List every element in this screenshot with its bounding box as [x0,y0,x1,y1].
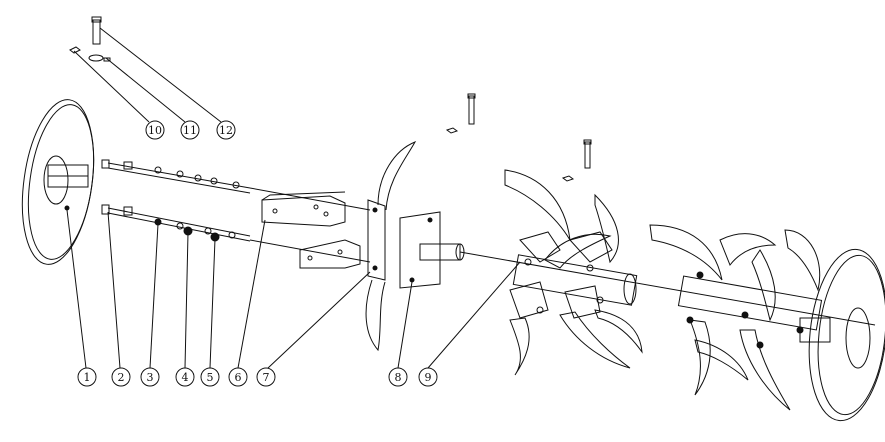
callout-12: 12 [216,120,236,140]
callout-label-2: 2 [118,371,125,384]
callout-2: 2 [111,367,131,387]
callout-10: 10 [145,120,165,140]
callout-3: 3 [140,367,160,387]
right-end-disc [799,248,885,422]
left-end-disc [21,99,95,265]
callout-label-12: 12 [219,124,233,137]
callout-label-6: 6 [235,371,242,384]
bolts-row-upper [101,159,251,194]
callout-5: 5 [200,367,220,387]
callout-label-3: 3 [147,371,154,384]
callout-1: 1 [77,367,97,387]
leader-lines-bottom [66,209,521,369]
callout-7: 7 [256,367,276,387]
middle-tine-rotor [504,169,643,376]
callout-label-4: 4 [182,371,189,384]
callout-4: 4 [175,367,195,387]
hardware-pins-top [69,16,111,62]
hardware-pins-mid [445,93,592,182]
leader-lines-top [73,27,222,123]
callout-label-9: 9 [425,371,432,384]
bolts-row-lower [101,204,251,242]
callout-6: 6 [228,367,248,387]
callout-label-11: 11 [183,124,197,137]
callout-8: 8 [388,367,408,387]
callout-11: 11 [180,120,200,140]
callout-label-8: 8 [395,371,402,384]
mounting-bracket [249,187,371,269]
callout-9: 9 [418,367,438,387]
callout-label-10: 10 [148,124,162,137]
callout-label-7: 7 [263,371,270,384]
right-tine-rotor [649,224,823,411]
callout-label-5: 5 [207,371,214,384]
callout-label-1: 1 [84,371,91,384]
